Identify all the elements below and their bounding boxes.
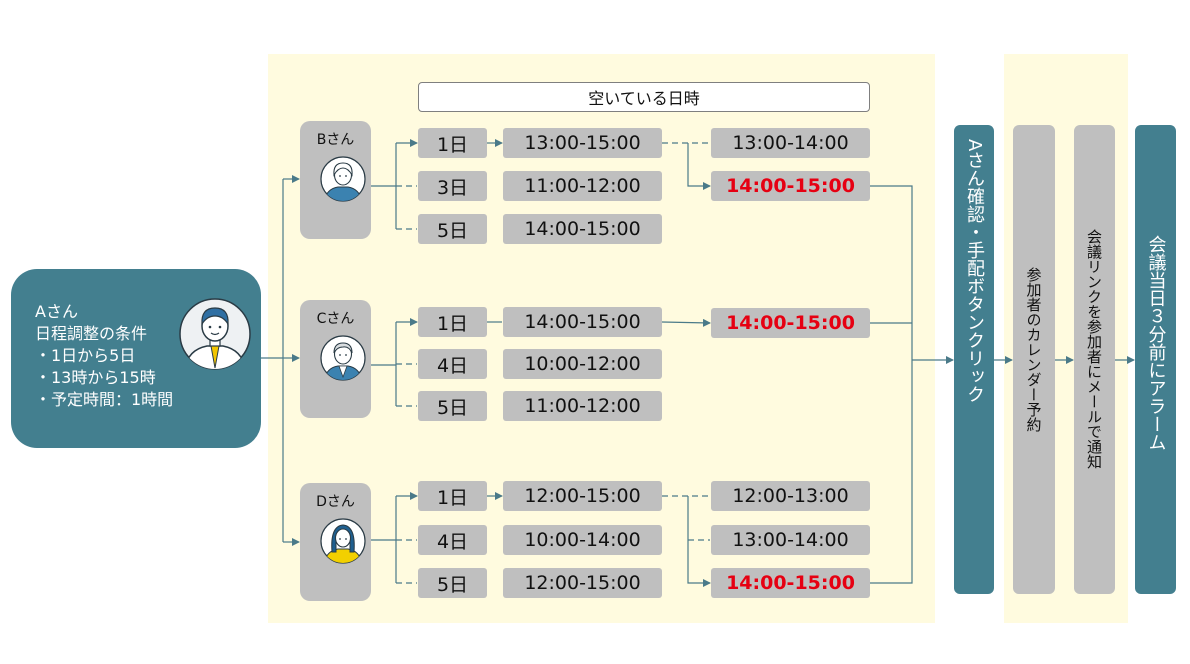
matched-slot-box: 14:00-15:00 — [711, 171, 870, 201]
slot-box: 12:00-15:00 — [503, 568, 662, 598]
participant-name: Cさん — [316, 311, 355, 327]
confirm-arrange-step: Aさん確認・手配ボタンクリック — [954, 125, 994, 594]
participant-name: Bさん — [316, 132, 355, 148]
candidate-slot-box: 13:00-14:00 — [711, 525, 870, 555]
matched-slot-box: 14:00-15:00 — [711, 308, 870, 338]
condition-hours: ・13時から15時 — [35, 368, 156, 387]
slot-box: 10:00-14:00 — [503, 525, 662, 555]
slot-box: 14:00-15:00 — [503, 214, 662, 244]
participant-b-avatar-icon — [320, 156, 366, 202]
step-label: Aさん確認・手配ボタンクリック — [964, 139, 985, 404]
requester-conditions: Aさん 日程調整の条件 ・1日から5日 ・13時から15時 ・予定時間：1時間 — [11, 269, 261, 448]
alarm-step: 会議当日３分前にアラーム — [1135, 125, 1176, 594]
candidate-slot-box: 13:00-14:00 — [711, 128, 870, 158]
participant-c-avatar-icon — [320, 335, 366, 381]
day-box: 5日 — [418, 568, 487, 598]
day-box: 4日 — [418, 525, 487, 555]
email-notify-step: 会議リンクを参加者にメールで通知 — [1074, 125, 1115, 594]
calendar-booking-step: 参加者のカレンダー予約 — [1013, 125, 1055, 594]
step-label: 会議リンクを参加者にメールで通知 — [1085, 229, 1103, 469]
available-times-header: 空いている日時 — [418, 82, 870, 112]
participant-c: Cさん — [300, 300, 371, 418]
condition-duration: ・予定時間：1時間 — [35, 390, 174, 409]
conditions-title: 日程調整の条件 — [35, 324, 148, 343]
participant-name: Dさん — [316, 494, 355, 510]
requester-avatar-icon — [179, 298, 251, 370]
slot-box: 11:00-12:00 — [503, 391, 662, 421]
day-box: 1日 — [418, 128, 487, 158]
slot-box: 12:00-15:00 — [503, 481, 662, 511]
header-title: 空いている日時 — [588, 89, 700, 108]
step-label: 参加者のカレンダー予約 — [1024, 267, 1043, 432]
day-box: 1日 — [418, 481, 487, 511]
day-box: 3日 — [418, 171, 487, 201]
slot-box: 10:00-12:00 — [503, 349, 662, 379]
slot-box: 11:00-12:00 — [503, 171, 662, 201]
participant-d-avatar-icon — [320, 518, 366, 564]
day-box: 5日 — [418, 391, 487, 421]
candidate-slot-box: 12:00-13:00 — [711, 481, 870, 511]
participant-d: Dさん — [300, 483, 371, 601]
day-box: 5日 — [418, 214, 487, 244]
slot-box: 13:00-15:00 — [503, 128, 662, 158]
requester-name: Aさん — [35, 302, 78, 321]
matched-slot-box: 14:00-15:00 — [711, 568, 870, 598]
step-label: 会議当日３分前にアラーム — [1145, 235, 1167, 451]
slot-box: 14:00-15:00 — [503, 307, 662, 337]
day-box: 1日 — [418, 307, 487, 337]
condition-days: ・1日から5日 — [35, 346, 136, 365]
day-box: 4日 — [418, 349, 487, 379]
participant-b: Bさん — [300, 121, 371, 239]
